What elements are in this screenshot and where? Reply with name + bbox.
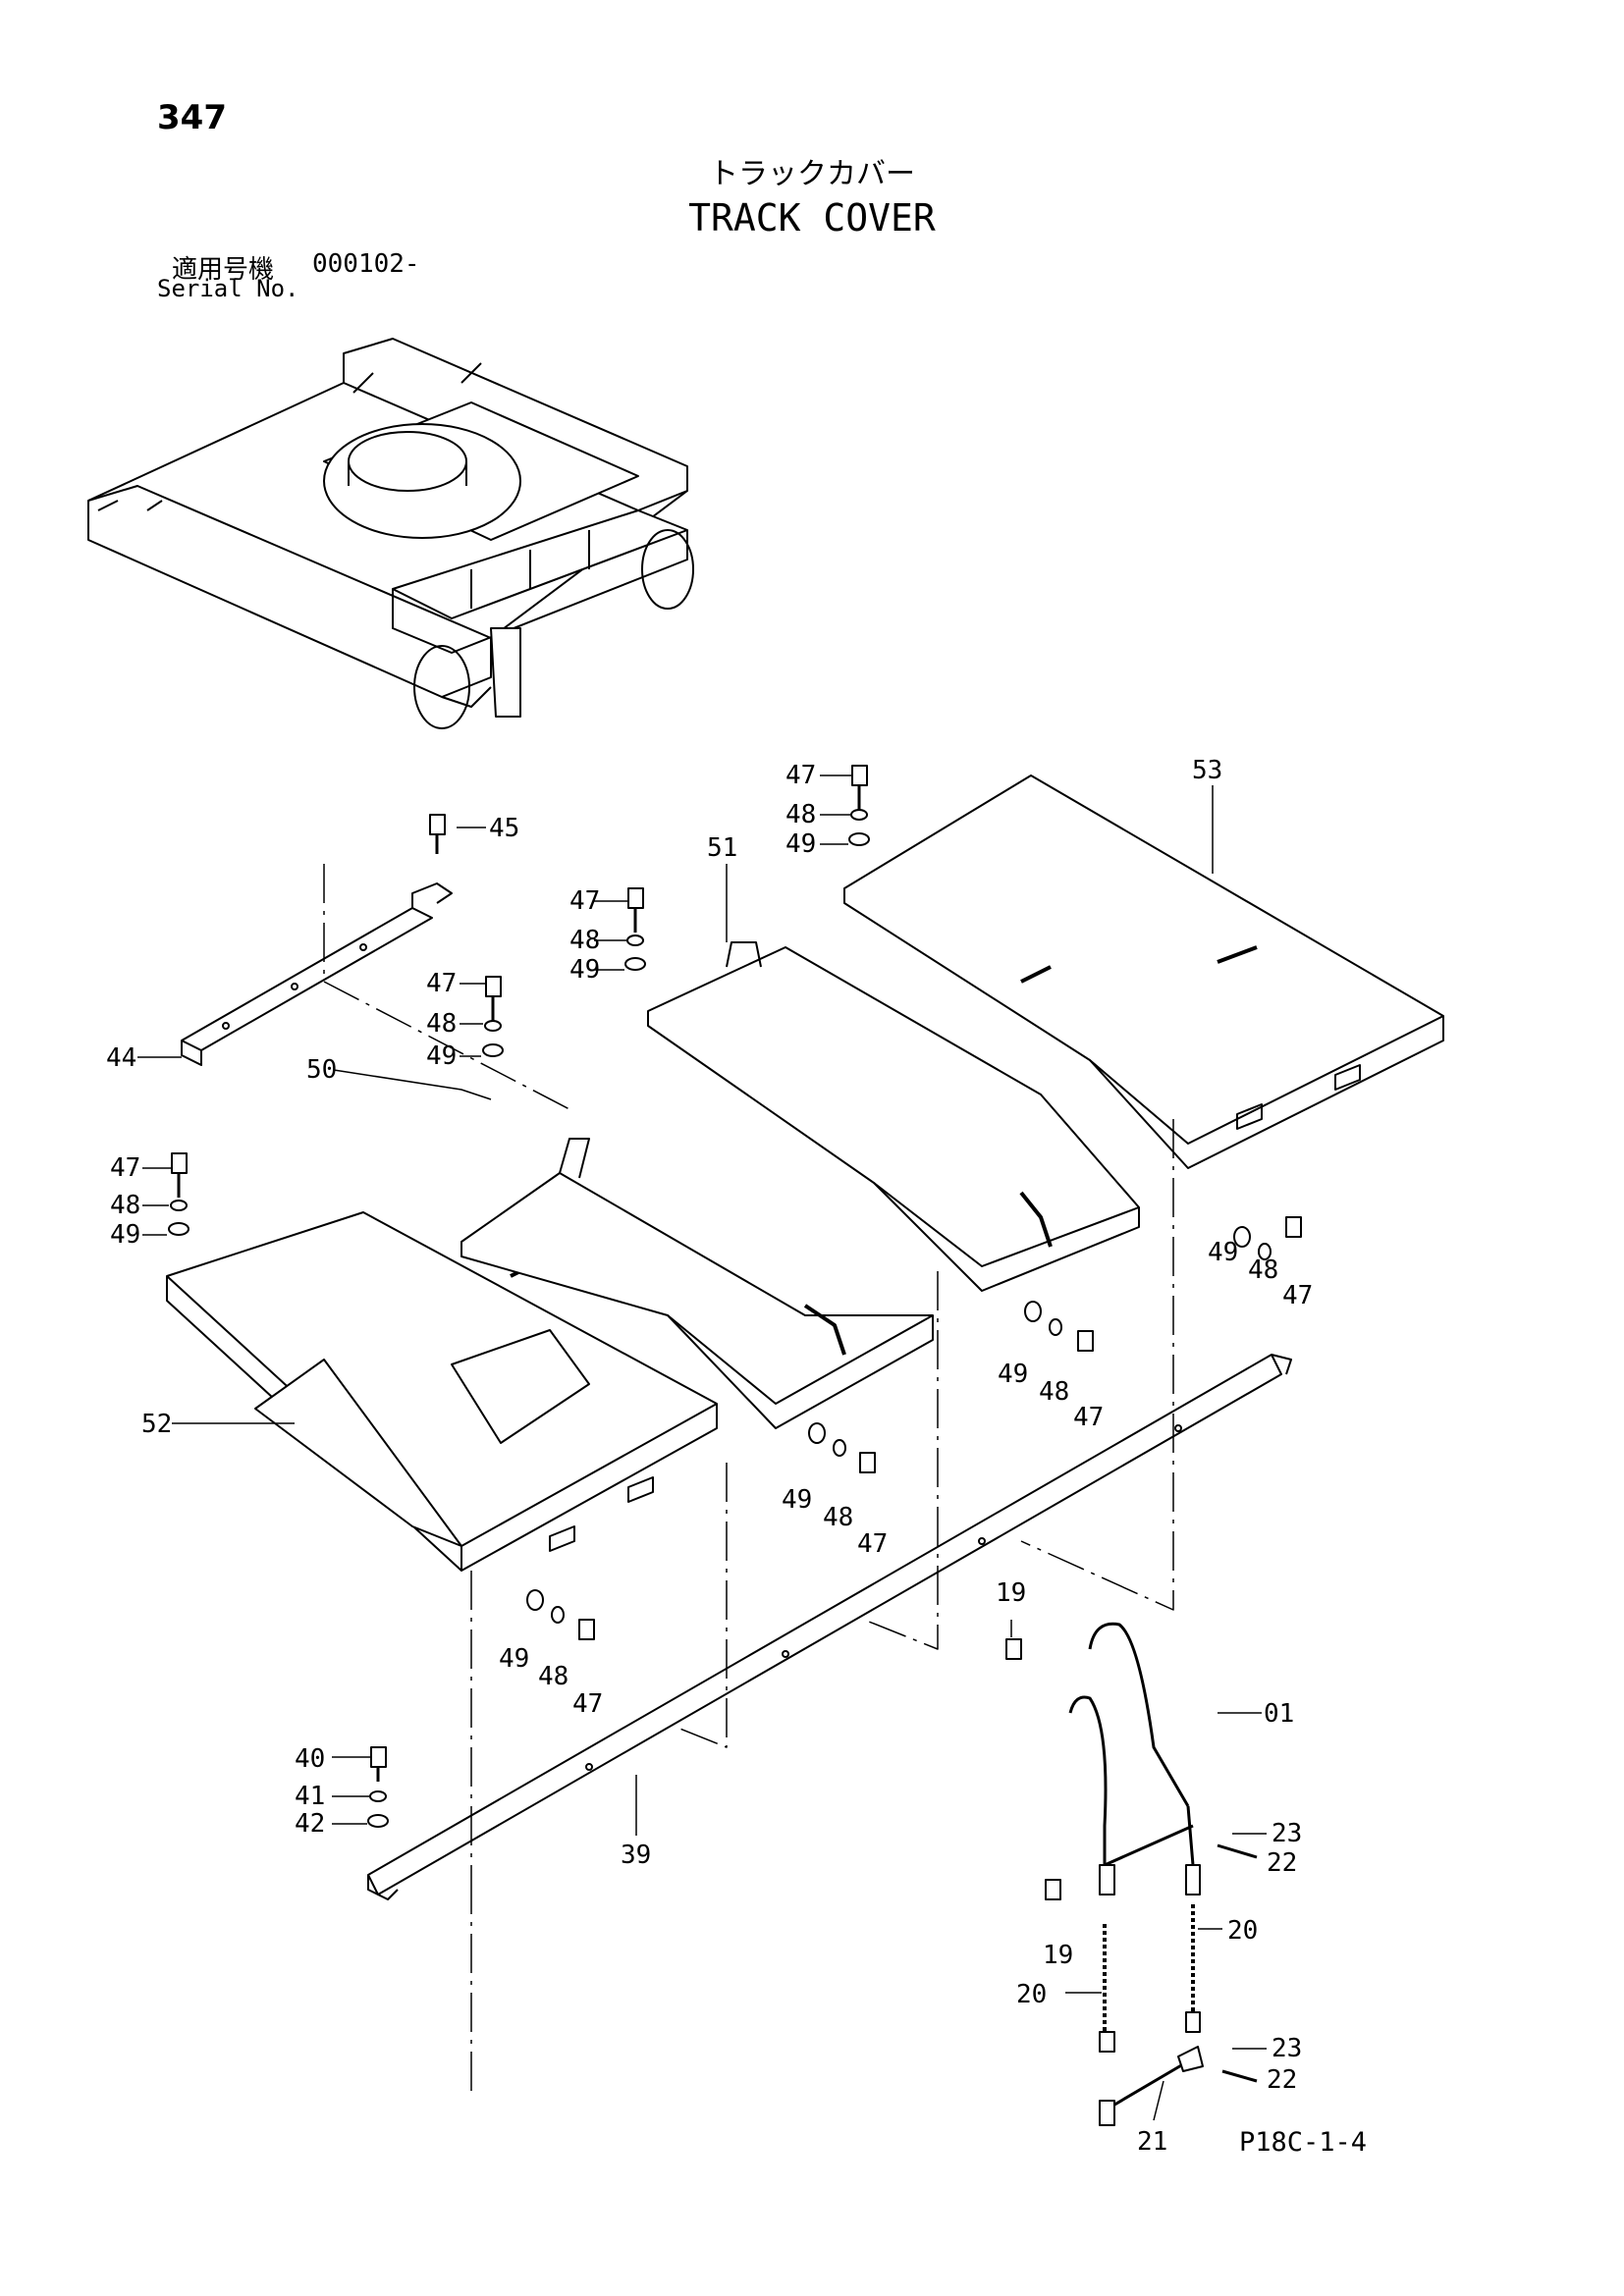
undercarriage-overview bbox=[87, 338, 694, 729]
callout-49: 49 bbox=[998, 1360, 1028, 1389]
bolt-stack-40-42 bbox=[367, 1746, 389, 1828]
callout-50: 50 bbox=[306, 1055, 337, 1085]
callout-23: 23 bbox=[1272, 1819, 1302, 1848]
callout-47: 47 bbox=[857, 1529, 888, 1559]
serial-label-english: Serial No. bbox=[157, 275, 299, 302]
callout-52: 52 bbox=[141, 1410, 172, 1439]
callout-49: 49 bbox=[499, 1644, 529, 1674]
callout-40: 40 bbox=[295, 1744, 325, 1774]
serial-label-japanese: 適用号機 bbox=[172, 255, 275, 285]
callout-49: 49 bbox=[110, 1220, 140, 1250]
callout-47: 47 bbox=[426, 969, 457, 998]
callout-44: 44 bbox=[106, 1043, 136, 1073]
callout-22: 22 bbox=[1267, 2065, 1297, 2095]
bolt-stack-upper-right bbox=[848, 765, 870, 846]
callout-49: 49 bbox=[1208, 1238, 1238, 1267]
drawing-code: P18C-1-4 bbox=[1239, 2127, 1368, 2158]
bolt-stack-lower-3 bbox=[1024, 1301, 1094, 1352]
callout-20: 20 bbox=[1016, 1980, 1047, 2009]
alignment-lines bbox=[323, 864, 1174, 2091]
callout-48: 48 bbox=[1039, 1377, 1069, 1407]
title-japanese: トラックカバー bbox=[709, 157, 915, 191]
bolt-stack-lower-1 bbox=[526, 1589, 595, 1640]
bolt-19-lower bbox=[1045, 1879, 1061, 1900]
bolt-45 bbox=[429, 814, 446, 854]
bolt-stack-lower-4 bbox=[1233, 1216, 1302, 1260]
callout-42: 42 bbox=[295, 1809, 325, 1839]
bolt-stack-upper-left bbox=[168, 1152, 189, 1236]
callout-48: 48 bbox=[426, 1009, 457, 1039]
serial-number-value: 000102- bbox=[312, 249, 420, 279]
callout-48: 48 bbox=[538, 1662, 568, 1691]
part-52-cover bbox=[166, 1211, 718, 1572]
bolt-19-upper bbox=[1005, 1638, 1022, 1660]
callout-53: 53 bbox=[1192, 756, 1222, 785]
callout-47: 47 bbox=[1073, 1403, 1104, 1432]
part-44-bracket bbox=[181, 882, 453, 1066]
bolt-stack-lower-2 bbox=[808, 1422, 876, 1473]
callout-19: 19 bbox=[1043, 1941, 1073, 1970]
callout-45: 45 bbox=[489, 814, 519, 843]
callout-41: 41 bbox=[295, 1782, 325, 1811]
callout-51: 51 bbox=[707, 833, 737, 863]
linkage-assembly bbox=[1068, 1622, 1258, 2126]
callout-48: 48 bbox=[823, 1503, 853, 1532]
callout-48: 48 bbox=[110, 1191, 140, 1220]
part-53-cover bbox=[843, 774, 1444, 1169]
bolt-stack-upper-mid bbox=[482, 976, 504, 1057]
callout-49: 49 bbox=[569, 955, 600, 985]
callout-19: 19 bbox=[996, 1578, 1026, 1608]
part-50-cover bbox=[460, 1138, 934, 1429]
callout-47: 47 bbox=[572, 1689, 603, 1719]
callout-20: 20 bbox=[1227, 1916, 1258, 1946]
callout-48: 48 bbox=[1248, 1255, 1278, 1285]
callout-47: 47 bbox=[1282, 1281, 1313, 1310]
callout-47: 47 bbox=[110, 1153, 140, 1183]
part-51-cover bbox=[647, 941, 1140, 1292]
callout-21: 21 bbox=[1137, 2127, 1167, 2157]
callout-39: 39 bbox=[621, 1841, 651, 1870]
callout-47: 47 bbox=[569, 886, 600, 916]
callout-49: 49 bbox=[782, 1485, 812, 1515]
part-39-rail bbox=[367, 1354, 1292, 1900]
title-english: TRACK COVER bbox=[688, 196, 936, 240]
callout-22: 22 bbox=[1267, 1848, 1297, 1878]
page-number: 347 bbox=[157, 98, 227, 137]
callout-48: 48 bbox=[569, 926, 600, 955]
callout-47: 47 bbox=[785, 761, 816, 790]
callout-48: 48 bbox=[785, 800, 816, 829]
bolt-stack-upper-center bbox=[624, 887, 646, 971]
callout-23: 23 bbox=[1272, 2034, 1302, 2063]
callout-49: 49 bbox=[785, 829, 816, 859]
callout-01: 01 bbox=[1264, 1699, 1294, 1729]
leader-lines bbox=[137, 774, 1267, 2121]
callout-49: 49 bbox=[426, 1041, 457, 1071]
